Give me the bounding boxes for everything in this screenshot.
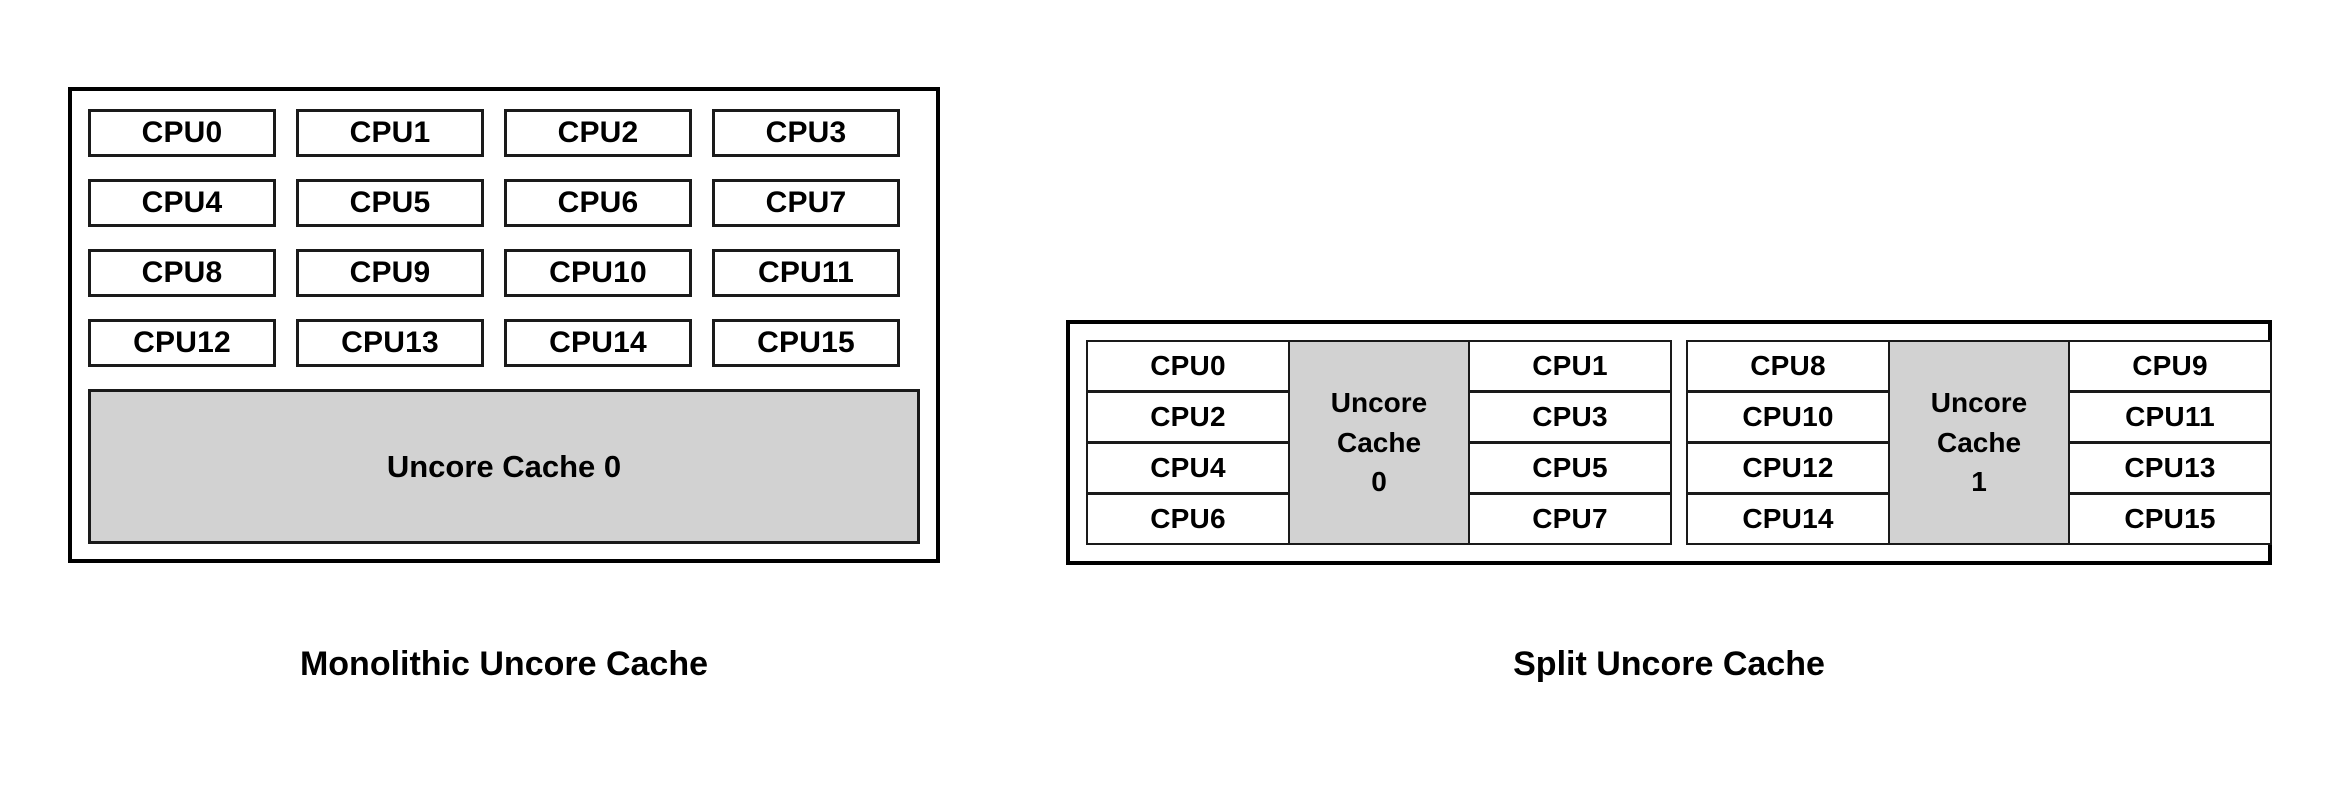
cpu-box: CPU8: [88, 249, 276, 297]
split-half-0: CPU0 CPU2 CPU4 CPU6 Uncore Cache 0 CPU1 …: [1086, 340, 1672, 545]
cpu-box: CPU0: [88, 109, 276, 157]
monolithic-uncore-cache-diagram: CPU0 CPU1 CPU2 CPU3 CPU4 CPU5 CPU6 CPU7 …: [68, 87, 940, 563]
cpu-box: CPU3: [712, 109, 900, 157]
cpu-box: CPU6: [504, 179, 692, 227]
cpu-box: CPU11: [2068, 391, 2272, 443]
cpu-box: CPU10: [1686, 391, 1890, 443]
split-half-1: CPU8 CPU10 CPU12 CPU14 Uncore Cache 1 CP…: [1686, 340, 2272, 545]
uncore-cache-label-line2: Cache: [1336, 426, 1422, 458]
uncore-cache-box: Uncore Cache 0: [1288, 340, 1470, 545]
cpu-box: CPU2: [1086, 391, 1290, 443]
split-uncore-cache-diagram: CPU0 CPU2 CPU4 CPU6 Uncore Cache 0 CPU1 …: [1066, 320, 2272, 565]
cpu-box: CPU15: [712, 319, 900, 367]
cpu-box: CPU15: [2068, 493, 2272, 545]
cpu-box: CPU4: [88, 179, 276, 227]
cpu-box: CPU5: [296, 179, 484, 227]
cpu-box: CPU13: [2068, 442, 2272, 494]
cpu-box: CPU2: [504, 109, 692, 157]
cpu-box: CPU13: [296, 319, 484, 367]
cpu-box: CPU14: [504, 319, 692, 367]
cpu-box: CPU1: [1468, 340, 1672, 392]
split-caption: Split Uncore Cache: [1513, 645, 1825, 683]
uncore-cache-label-line3: 0: [1371, 466, 1387, 498]
cpu-box: CPU6: [1086, 493, 1290, 545]
uncore-cache-label-line1: Uncore: [1330, 386, 1428, 418]
monolithic-caption: Monolithic Uncore Cache: [299, 645, 709, 683]
cpu-box: CPU9: [2068, 340, 2272, 392]
cpu-box: CPU14: [1686, 493, 1890, 545]
cpu-box: CPU11: [712, 249, 900, 297]
cpu-box: CPU9: [296, 249, 484, 297]
cpu-box: CPU0: [1086, 340, 1290, 392]
cpu-box: CPU7: [1468, 493, 1672, 545]
cpu-box: CPU7: [712, 179, 900, 227]
cpu-box: CPU1: [296, 109, 484, 157]
cpu-box: CPU5: [1468, 442, 1672, 494]
uncore-cache-box: Uncore Cache 1: [1888, 340, 2070, 545]
cpu-box: CPU12: [1686, 442, 1890, 494]
uncore-cache-label-line2: Cache: [1936, 426, 2022, 458]
uncore-cache-label-line1: Uncore: [1930, 386, 2028, 418]
cpu-box: CPU8: [1686, 340, 1890, 392]
cpu-box: CPU3: [1468, 391, 1672, 443]
uncore-cache-box: Uncore Cache 0: [88, 389, 920, 544]
cpu-box: CPU12: [88, 319, 276, 367]
cpu-box: CPU10: [504, 249, 692, 297]
uncore-cache-label-line3: 1: [1971, 466, 1987, 498]
cpu-box: CPU4: [1086, 442, 1290, 494]
